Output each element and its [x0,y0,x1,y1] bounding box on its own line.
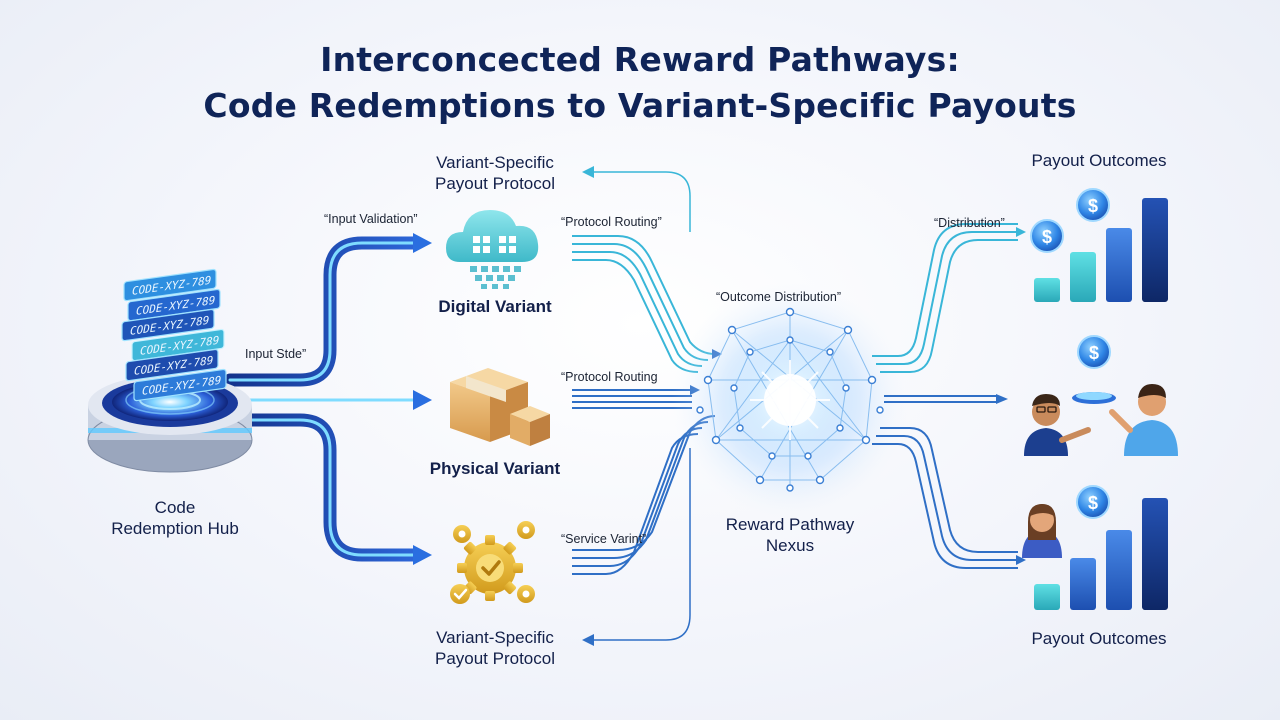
annotation-protocol-routing-mid: “Protocol Routing [561,370,658,384]
nexus-label: Reward Pathway Nexus [705,514,875,556]
people-exchange-icon: $ [1024,335,1178,456]
annotation-input-stage: Input Stde” [245,347,307,361]
hub-label-line-2: Redemption Hub [111,519,239,538]
svg-text:$: $ [1088,493,1098,513]
protocol-top-line-2: Payout Protocol [434,174,555,193]
coin-icon: $ [1077,335,1111,369]
annotation-outcome-distribution: “Outcome Distribution” [716,290,842,304]
hub-pipes [223,233,432,565]
bar-chart-coins-icon: $ $ [1030,188,1168,302]
code-cards-stack: CODE-XYZ-789 CODE-XYZ-789 CODE-XYZ-789 C… [121,268,227,402]
network-nexus-icon [672,282,908,518]
protocol-arrows [582,166,691,646]
cloud-data-icon [446,210,539,289]
protocol-label-top: Variant-Specific Payout Protocol [410,152,580,194]
protocol-label-bottom: Variant-Specific Payout Protocol [410,627,580,669]
coin-icon: $ [1030,219,1064,253]
payout-outcomes-bottom-label: Payout Outcomes [1031,629,1167,648]
nexus-label-line-2: Nexus [765,536,815,555]
svg-text:$: $ [1088,196,1098,216]
person-bar-chart-icon: $ [1022,485,1168,610]
nexus-label-line-1: Reward Pathway [725,515,855,534]
annotation-service-variant: “Service Varint” [561,532,647,546]
hub-label: Code Redemption Hub [95,497,255,539]
protocol-bottom-line-2: Payout Protocol [434,649,555,668]
protocol-bottom-line-1: Variant-Specific [436,628,554,647]
annotation-distribution: “Distribution” [934,216,1005,230]
physical-variant-label: Physical Variant [429,459,561,478]
package-boxes-icon [450,368,550,446]
coin-icon: $ [1076,188,1110,222]
svg-text:$: $ [1089,343,1099,363]
coin-icon: $ [1076,485,1110,519]
hub-label-line-1: Code [154,498,196,517]
payout-outcomes-top-label: Payout Outcomes [1031,151,1167,170]
title-line-1: Interconcected Reward Pathways: [320,40,960,79]
annotation-input-validation: “Input Validation” [324,212,418,226]
annotation-protocol-routing-top: “Protocol Routing” [561,215,662,229]
distribution-lines [872,223,1026,569]
title-line-2: Code Redemptions to Variant-Specific Pay… [203,86,1077,125]
digital-variant-label: Digital Variant [438,297,552,316]
protocol-top-line-1: Variant-Specific [436,153,554,172]
svg-text:$: $ [1042,227,1052,247]
gear-check-icon [450,521,535,604]
